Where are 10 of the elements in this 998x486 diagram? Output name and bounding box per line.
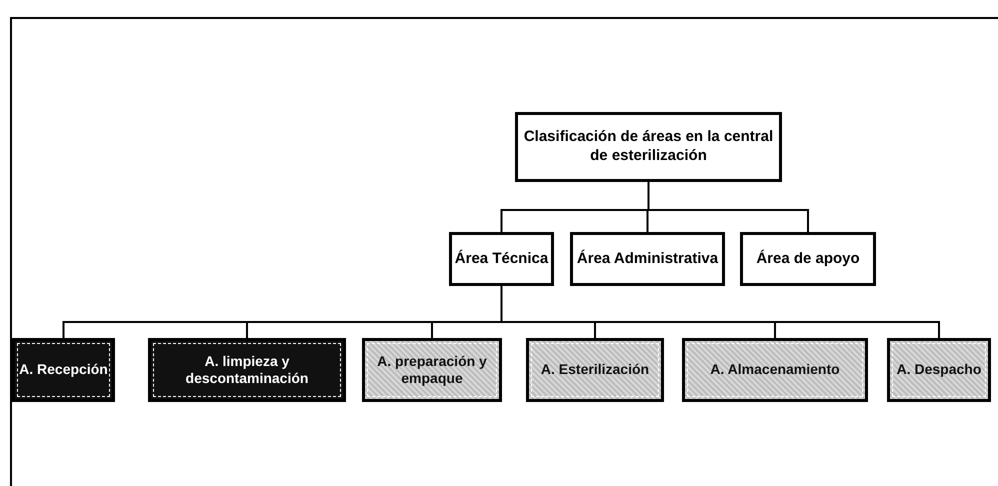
area-box: Área Administrativa bbox=[570, 232, 725, 286]
area-box: A. Esterilización bbox=[526, 338, 664, 402]
area-box: Área Técnica bbox=[449, 232, 554, 286]
area-box: Área de apoyo bbox=[740, 232, 876, 286]
area-box: Clasificación de áreas en la central de esterilización bbox=[515, 112, 782, 182]
area-box: A. preparación y empaque bbox=[362, 338, 502, 402]
area-box: A. limpieza y descontaminación bbox=[148, 338, 346, 402]
area-box: A. Despacho bbox=[887, 338, 991, 402]
area-box: A. Almacenamiento bbox=[682, 338, 868, 402]
area-box: A. Recepción bbox=[12, 338, 115, 402]
